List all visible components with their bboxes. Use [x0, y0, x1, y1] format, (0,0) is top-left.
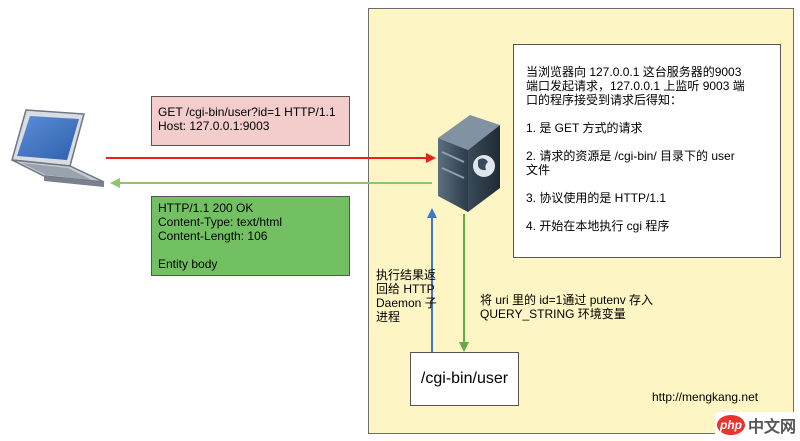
- watermark-logo: php 中文网: [715, 412, 799, 438]
- exec-label-line-3: Daemon 子: [376, 296, 437, 310]
- watermark-text: 中文网: [748, 419, 797, 436]
- explanation-intro-1: 当浏览器向 127.0.0.1 这台服务器的9003: [526, 65, 742, 79]
- response-status: HTTP/1.1 200 OK: [158, 201, 254, 215]
- php-badge: php: [717, 415, 745, 435]
- request-host: Host: 127.0.0.1:9003: [158, 119, 270, 133]
- putenv-label-line-2: QUERY_STRING 环境变量: [480, 307, 626, 321]
- exec-label-line-2: 回给 HTTP: [376, 282, 435, 296]
- cgi-program-label: /cgi-bin/user: [420, 370, 509, 387]
- exec-label-line-4: 进程: [376, 310, 401, 324]
- response-content-length: Content-Length: 106: [158, 229, 268, 243]
- exec-label-line-1: 执行结果返: [376, 268, 437, 282]
- request-line: GET /cgi-bin/user?id=1 HTTP/1.1: [158, 105, 336, 119]
- response-content-type: Content-Type: text/html: [158, 215, 283, 229]
- response-entity-body: Entity body: [158, 257, 218, 271]
- explanation-item-1: 1. 是 GET 方式的请求: [526, 121, 643, 135]
- explanation-item-3: 3. 协议使用的是 HTTP/1.1: [526, 191, 667, 205]
- explanation-item-4: 4. 开始在本地执行 cgi 程序: [526, 219, 670, 233]
- site-url: http://mengkang.net: [652, 390, 759, 404]
- laptop-icon: [11, 109, 105, 187]
- explanation-intro-3: 口的程序接受到请求后得知：: [526, 93, 683, 107]
- explanation-box: 当浏览器向 127.0.0.1 这台服务器的9003 端口发起请求，127.0.…: [513, 44, 781, 258]
- cgi-program-box: /cgi-bin/user: [410, 352, 519, 406]
- explanation-intro-2: 端口发起请求，127.0.0.1 上监听 9003 端: [526, 79, 745, 93]
- explanation-item-2: 2. 请求的资源是 /cgi-bin/ 目录下的 user: [526, 149, 735, 163]
- explanation-item-2-cont: 文件: [526, 163, 551, 177]
- putenv-label-line-1: 将 uri 里的 id=1通过 putenv 存入: [480, 293, 654, 307]
- server-icon: [438, 115, 500, 212]
